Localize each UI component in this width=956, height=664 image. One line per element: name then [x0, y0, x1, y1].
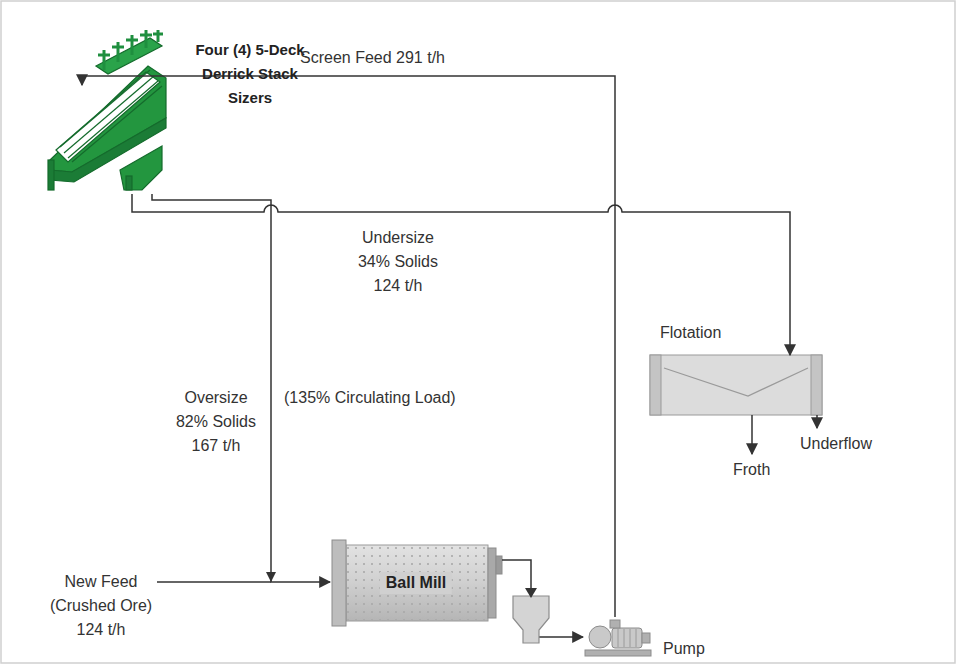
pump-illustration-part-part	[624, 629, 625, 647]
pump-illustration-part	[642, 633, 650, 643]
flow-line	[132, 194, 790, 355]
new-feed-line-part	[157, 581, 271, 583]
ball-mill-illustration-part	[496, 556, 502, 574]
pump-illustration-part	[585, 650, 651, 656]
pump-illustration-part-part	[636, 629, 637, 647]
flotation-cell-illustration-part	[664, 368, 808, 396]
ball-mill-illustration-part	[346, 545, 488, 621]
pump-illustration	[585, 620, 651, 656]
stack-sizer-illustration-part-part	[117, 42, 120, 62]
sump-illustration-part	[513, 596, 549, 643]
pump-illustration-part-part	[630, 629, 631, 647]
flow-line	[82, 76, 615, 617]
flotation-cell-illustration	[650, 355, 822, 454]
stack-sizer-illustration-part-part	[145, 30, 148, 48]
stack-sizer-illustration-part-part	[126, 39, 138, 42]
stack-sizer-illustration-part	[48, 160, 54, 190]
pump-illustration-part-part	[618, 629, 619, 647]
froth-arrow	[751, 415, 753, 454]
stack-sizer-illustration-part-part	[131, 35, 134, 55]
pump-illustration-part	[612, 628, 642, 648]
node-title: Flotation	[660, 321, 721, 345]
flotation-cell-illustration-part	[811, 355, 822, 415]
note-label: (135% Circulating Load)	[284, 386, 456, 410]
pump-illustration-part	[589, 626, 611, 648]
stack-sizer-illustration-part	[96, 38, 162, 74]
underflow-arrow	[816, 415, 818, 428]
stack-sizer-illustration	[48, 30, 166, 190]
stack-sizer-illustration-part	[68, 81, 158, 158]
node-title: Pump	[663, 637, 705, 661]
flotation-node: Flotation	[650, 355, 822, 415]
ball-mill-illustration-part	[488, 548, 496, 618]
new-feed-line	[157, 572, 276, 582]
stack-sizer-illustration-part-part	[98, 54, 110, 57]
stack-sizer-illustration-part-part	[112, 46, 124, 49]
stack-sizer-illustration-part	[126, 176, 132, 190]
flotation-cell-illustration-part	[650, 355, 661, 415]
ball-mill-illustration	[332, 540, 502, 626]
stack-sizer-illustration-part	[56, 72, 160, 162]
node-title: Ball Mill	[380, 572, 452, 594]
pump-illustration-part	[610, 620, 620, 628]
sump-inlet-arrowhead	[525, 588, 537, 598]
note-label: Froth	[733, 458, 770, 482]
flow-label: Undersize 34% Solids 124 t/h	[350, 226, 446, 298]
stack-sizer-illustration-part-part	[140, 34, 152, 37]
ball-mill-node: Ball Mill	[330, 540, 502, 626]
flotation-cell-illustration-part	[650, 355, 822, 415]
stack-sizer-illustration-part-part	[157, 30, 160, 42]
sump-illustration	[513, 588, 549, 643]
stack-sizer-illustration-part-part	[153, 33, 163, 36]
stack-sizer-illustration-part-part	[103, 50, 106, 70]
flow-label: Screen Feed 291 t/h	[300, 46, 445, 70]
stack-sizer-illustration-part	[98, 30, 163, 70]
flow-label: Oversize 82% Solids 167 t/h	[168, 386, 264, 458]
node-title: Four (4) 5-Deck Derrick Stack Sizers	[190, 38, 310, 110]
note-label: New Feed (Crushed Ore) 124 t/h	[42, 570, 160, 642]
flow-line	[152, 194, 330, 582]
screen-node: Four (4) 5-Deck Derrick Stack Sizers	[45, 28, 170, 194]
note-label: Underflow	[800, 432, 872, 456]
stack-sizer-illustration-part	[120, 146, 162, 190]
pump-illustration-part	[618, 629, 636, 647]
ball-mill-illustration-part	[332, 540, 346, 626]
ball-mill-illustration-part	[346, 545, 488, 621]
pump-node: Pump	[583, 617, 653, 659]
